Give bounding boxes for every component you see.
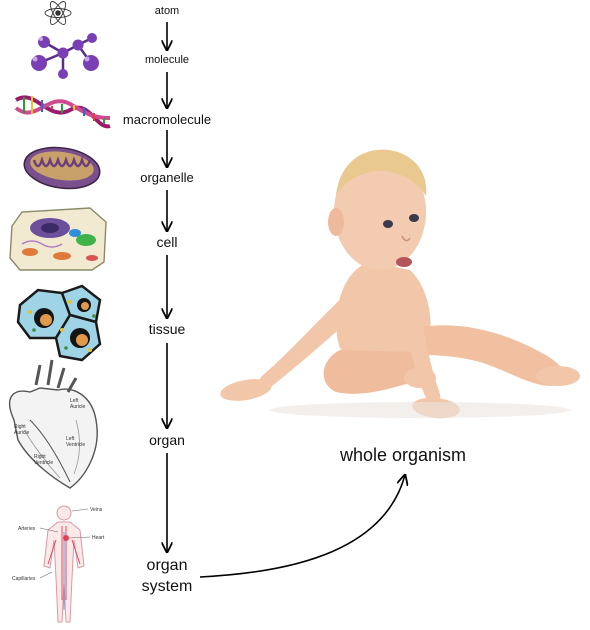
circulatory-leader-lines xyxy=(39,508,91,579)
level-label-macromolecule: macromolecule xyxy=(122,112,212,127)
whole-organism-label: whole organism xyxy=(339,445,467,465)
tissue-icon xyxy=(16,284,102,362)
cell-icon xyxy=(9,207,107,271)
level-label-organelle: organelle xyxy=(140,170,194,185)
level-label-molecule: molecule xyxy=(144,54,190,66)
baby-icon xyxy=(220,149,580,419)
system-label-arteries: Arteries xyxy=(18,526,36,532)
level-label-organ-system: organ system xyxy=(142,555,193,597)
molecule-icon xyxy=(31,33,99,79)
system-label-capillaries: Capillaries xyxy=(12,576,36,582)
circulatory-system-icon xyxy=(43,505,85,623)
system-label-heart: Heart xyxy=(92,535,105,541)
organ-system-line-2: system xyxy=(141,578,193,595)
mitochondrion-icon xyxy=(23,146,101,190)
level-label-tissue: tissue xyxy=(148,321,186,337)
system-label-veins: Veins xyxy=(90,507,103,513)
arrow-organ-system-whole-organism xyxy=(199,475,405,578)
dna-icon xyxy=(14,95,111,129)
level-label-cell: cell xyxy=(156,234,178,250)
organ-system-line-1: organ xyxy=(146,557,188,574)
heart-icon xyxy=(9,359,98,489)
level-label-atom: atom xyxy=(154,5,180,17)
flow-arrows xyxy=(167,22,405,578)
level-label-organ: organ xyxy=(149,432,185,448)
atom-icon xyxy=(44,1,72,25)
